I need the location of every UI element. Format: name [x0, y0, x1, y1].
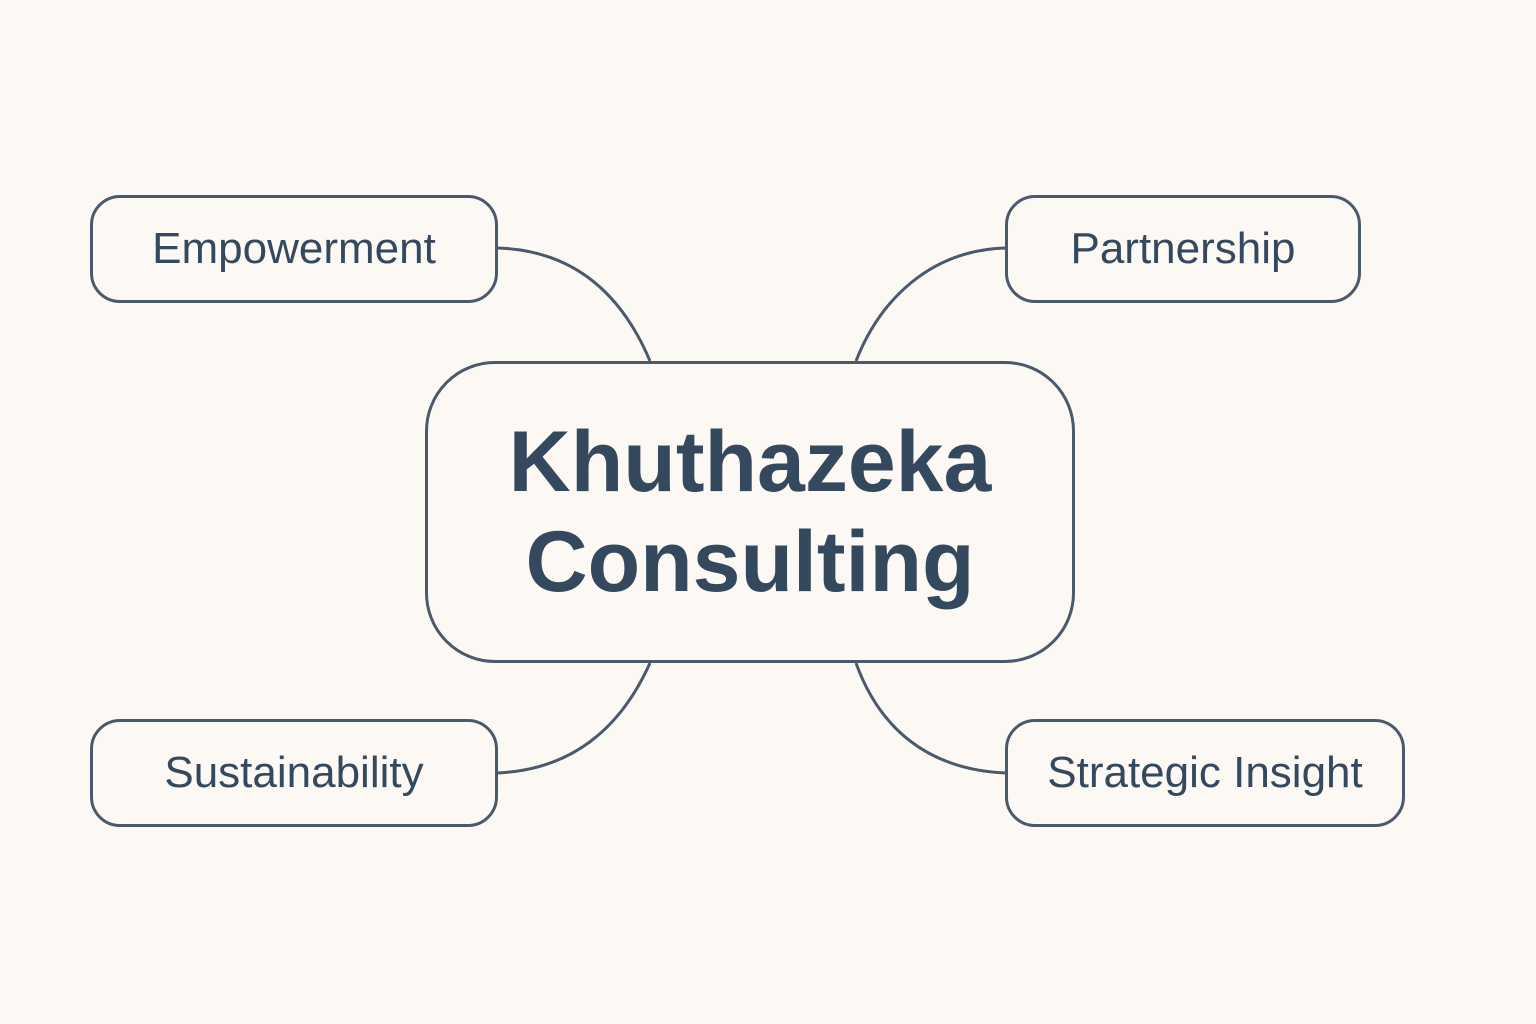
- node-sustainability[interactable]: Sustainability: [90, 719, 498, 827]
- connector-strategic-insight: [854, 662, 1007, 775]
- node-partnership[interactable]: Partnership: [1005, 195, 1361, 303]
- node-label: Empowerment: [152, 224, 436, 273]
- central-title-line1: Khuthazeka: [508, 414, 992, 510]
- central-node[interactable]: Khuthazeka Consulting: [425, 361, 1075, 663]
- node-strategic-insight[interactable]: Strategic Insight: [1005, 719, 1405, 827]
- node-label: Partnership: [1070, 224, 1296, 273]
- node-label: Strategic Insight: [1047, 748, 1363, 797]
- central-title-line2: Consulting: [525, 514, 975, 610]
- connector-sustainability: [496, 662, 652, 775]
- connector-empowerment: [496, 246, 652, 362]
- connector-partnership: [854, 246, 1007, 362]
- node-empowerment[interactable]: Empowerment: [90, 195, 498, 303]
- node-label: Sustainability: [164, 748, 424, 797]
